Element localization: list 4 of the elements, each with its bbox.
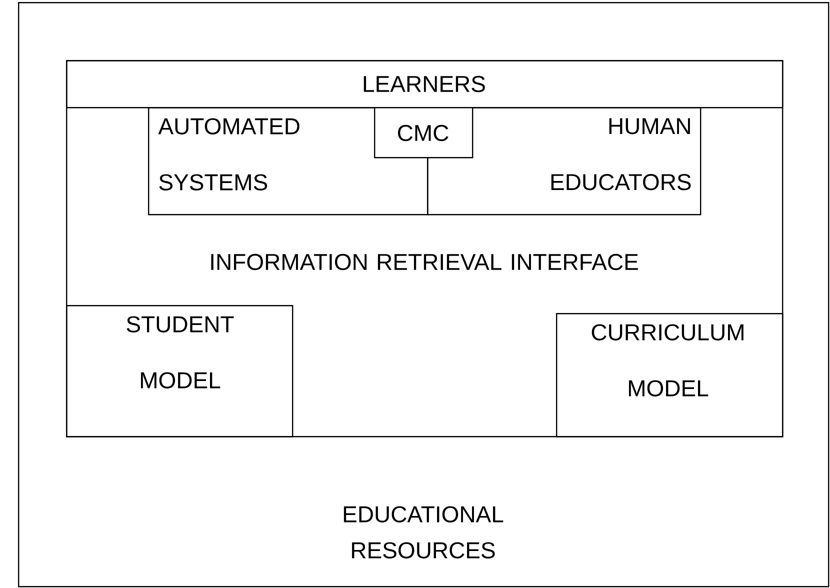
process-box: CMC (374, 107, 474, 158)
header-band: LEARNERS (66, 60, 784, 108)
model-box: STUDENT MODEL (66, 305, 294, 438)
model-box: CURRICULUM MODEL (556, 313, 784, 438)
